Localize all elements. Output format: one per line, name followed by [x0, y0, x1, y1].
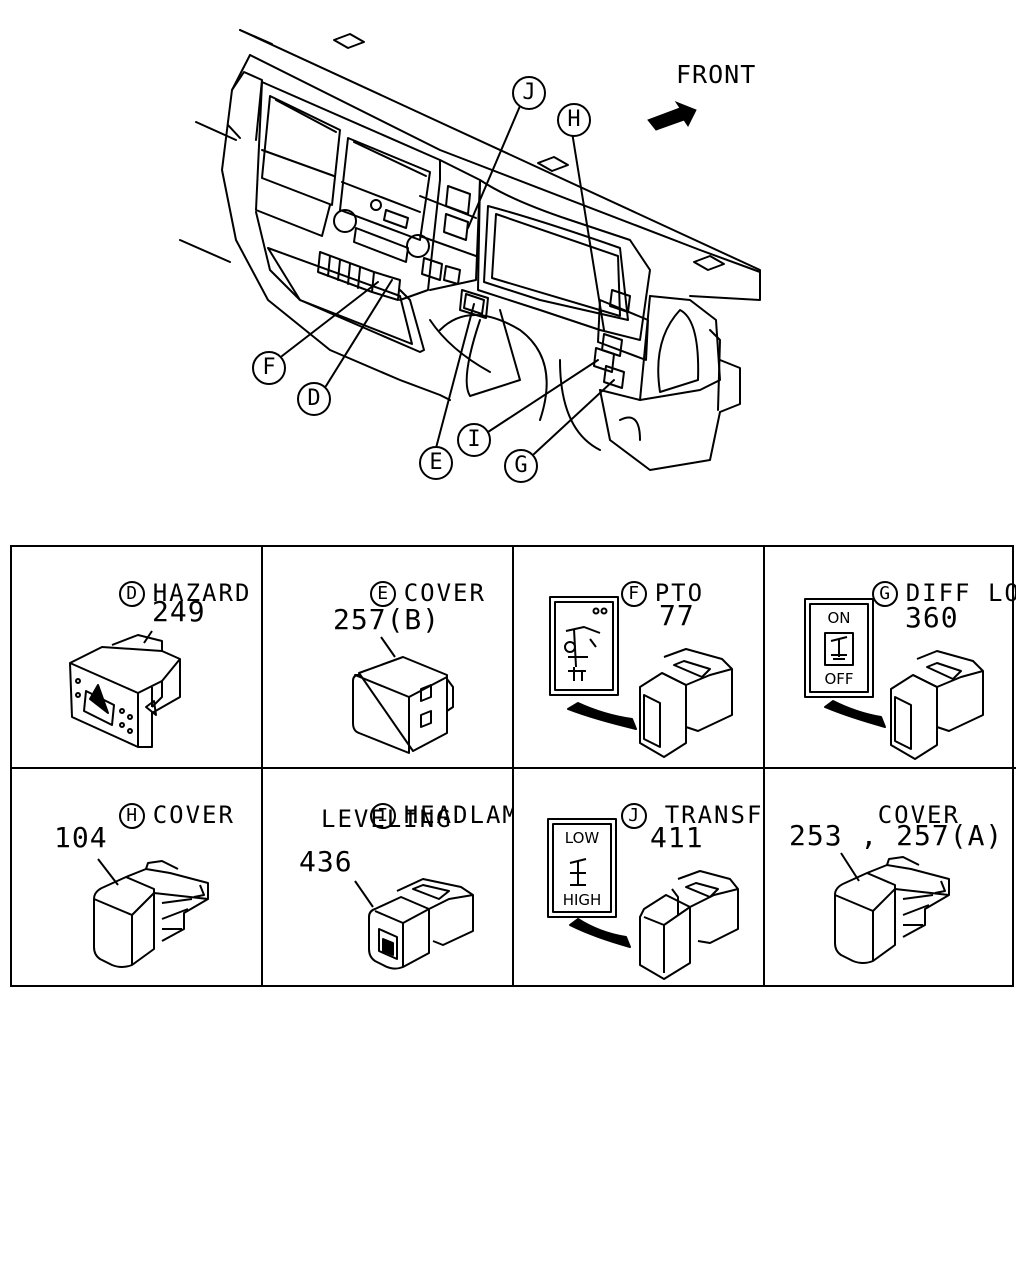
switch-E-location [459, 289, 489, 319]
part-number: 77 [659, 599, 695, 632]
part-cell-pto: F PTO 77 [514, 547, 765, 769]
part-letter: J [620, 803, 647, 829]
callout-J: J [512, 76, 546, 110]
headlamp-leveling-switch-drawing [354, 878, 474, 970]
part-title: HEADLAMP [403, 801, 512, 829]
leader-E [435, 303, 475, 449]
dashboard-top-outline [239, 29, 761, 301]
part-number: 411 [650, 821, 704, 854]
front-arrow-icon [647, 100, 697, 131]
part-title-line2: LEVELING [321, 805, 453, 833]
leader-H [571, 131, 605, 331]
top-vent [333, 33, 365, 49]
part-cell-cover-h: H COVER 104 [12, 769, 263, 987]
callout-I: I [457, 423, 491, 457]
diff-lock-on-label: ON [827, 609, 851, 627]
transfer-switch-drawing [547, 818, 739, 980]
transfer-high-label: HIGH [562, 891, 602, 909]
part-cell-diff-lock: G DIFF LOCK 360 ON OFF [765, 547, 1016, 769]
part-number: 436 [299, 845, 353, 878]
diff-lock-switch-drawing [804, 598, 984, 760]
part-number: 257(B) [333, 603, 441, 636]
diff-lock-off-label: OFF [824, 670, 854, 688]
part-title: TRANSFER [664, 801, 764, 829]
cover-a-drawing [834, 852, 950, 964]
part-title: COVER [152, 801, 235, 829]
cover-h-drawing [93, 858, 209, 968]
front-direction-label: FRONT [676, 60, 757, 89]
leader-I [487, 359, 599, 433]
part-cell-cover-e: E COVER 257(B) [263, 547, 514, 769]
callout-H: H [557, 103, 591, 137]
center-vent-right [339, 137, 431, 241]
part-cell-hazard: D HAZARD 249 [12, 547, 263, 769]
pto-switch-drawing [549, 596, 733, 758]
leader-J [467, 105, 521, 229]
part-letter: E [369, 581, 396, 607]
part-letter: I [369, 803, 396, 829]
part-letter: G [871, 581, 898, 607]
top-vent [693, 255, 725, 271]
instrument-cluster [477, 179, 651, 341]
part-cell-transfer: J TRANSFER 411 LOW HIGH [514, 769, 765, 987]
callout-D: D [297, 382, 331, 416]
leader-G [533, 379, 615, 455]
top-vent [537, 156, 569, 172]
leader-D [325, 279, 393, 387]
part-letter: H [118, 803, 145, 829]
leader-F [281, 281, 379, 357]
part-number: 360 [905, 601, 959, 634]
part-letter: D [118, 581, 145, 607]
part-number: 249 [152, 595, 206, 628]
part-title: HAZARD [152, 579, 252, 607]
part-number: 104 [54, 821, 108, 854]
part-title: DIFF LOCK [905, 579, 1016, 607]
part-letter: F [620, 581, 647, 607]
hazard-switch-drawing [69, 630, 181, 748]
part-cell-cover-a: COVER 253 , 257(A) [765, 769, 1016, 987]
part-title: COVER [877, 801, 960, 829]
part-title: COVER [403, 579, 486, 607]
cover-e-drawing [352, 636, 454, 754]
dashboard-overview-drawing [179, 29, 761, 471]
callout-E: E [419, 446, 453, 480]
part-cell-headlamp-leveling: I HEADLAMP LEVELING 436 [263, 769, 514, 987]
transfer-low-label: LOW [564, 829, 600, 847]
callout-F: F [252, 351, 286, 385]
callout-G: G [504, 449, 538, 483]
part-title: PTO [654, 579, 705, 607]
part-number: 253 , 257(A) [789, 819, 1004, 852]
